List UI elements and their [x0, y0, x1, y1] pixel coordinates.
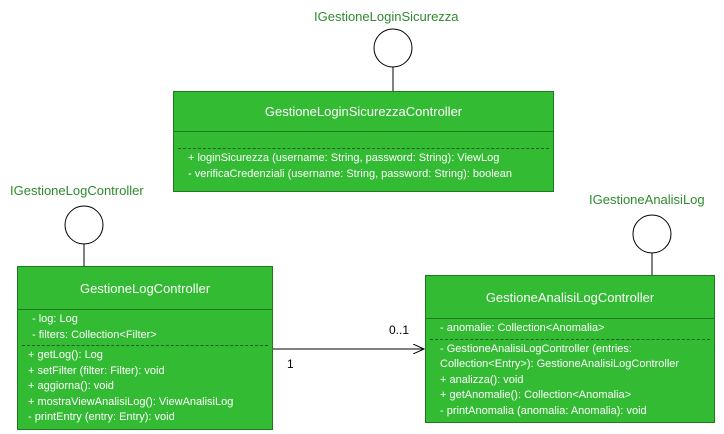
operations-section-log: + getLog(): Log + setFilter (filter: Fil… — [18, 346, 272, 428]
operation-item: + getAnomalie(): Collection<Anomalia> — [440, 389, 632, 401]
class-gestione-analisi-log-controller[interactable]: GestioneAnalisiLogController - anomalie:… — [425, 275, 715, 423]
operation-item: + loginSicurezza (username: String, pass… — [188, 152, 500, 164]
operations-section-analisi: - GestioneAnalisiLogController (entries:… — [426, 340, 714, 422]
class-separator — [18, 309, 272, 310]
operation-item: - GestioneAnalisiLogController (entries: — [440, 342, 632, 355]
operation-item: - printAnomalia (anomalia: Anomalia): vo… — [440, 404, 647, 417]
multiplicity-target: 0..1 — [389, 323, 410, 337]
operation-item: - printEntry (entry: Entry): void — [28, 411, 175, 423]
operation-item: - verificaCredenziali (username: String,… — [188, 167, 513, 180]
class-separator — [426, 318, 714, 319]
lollipop-circle-log — [64, 205, 104, 245]
interface-label-analisi: IGestioneAnalisiLog — [589, 192, 705, 207]
attribute-item: - anomalie: Collection<Anomalia> — [440, 322, 605, 334]
operation-item: + mostraViewAnalisiLog(): ViewAnalisiLog — [28, 395, 234, 408]
attribute-item: - log: Log — [32, 313, 78, 325]
attributes-section-login — [174, 132, 553, 148]
class-name-analisi: GestioneAnalisiLogController — [485, 289, 655, 305]
class-gestione-log-controller[interactable]: GestioneLogController - log: Log - filte… — [17, 266, 273, 430]
lollipop-circle-analisi — [632, 214, 672, 254]
operation-item: + analizza(): void — [440, 373, 524, 386]
attribute-item: - filters: Collection<Filter> — [32, 328, 157, 341]
operation-item: + getLog(): Log — [28, 349, 103, 361]
operation-item: + aggiorna(): void — [28, 380, 114, 392]
interface-label-login: IGestioneLoginSicurezza — [314, 9, 459, 24]
section-divider — [178, 148, 549, 149]
class-separator — [174, 131, 553, 132]
class-name-log: GestioneLogController — [79, 280, 211, 296]
operation-item: + setFilter (filter: Filter): void — [28, 364, 165, 377]
class-gestione-login-sicurezza-controller[interactable]: GestioneLoginSicurezzaController + login… — [173, 91, 554, 192]
operation-item: Collection<Entry>): GestioneAnalisiLogCo… — [440, 358, 680, 370]
section-divider — [22, 345, 268, 346]
class-name-login: GestioneLoginSicurezzaController — [264, 104, 463, 119]
section-divider — [430, 338, 710, 340]
operations-section-login: + loginSicurezza (username: String, pass… — [174, 149, 553, 184]
interface-label-log: IGestioneLogController — [10, 183, 144, 198]
multiplicity-source: 1 — [287, 357, 294, 371]
lollipop-circle-login — [373, 28, 413, 68]
attributes-section-analisi: - anomalie: Collection<Anomalia> — [426, 319, 714, 339]
attributes-section-log: - log: Log - filters: Collection<Filter> — [18, 310, 272, 345]
